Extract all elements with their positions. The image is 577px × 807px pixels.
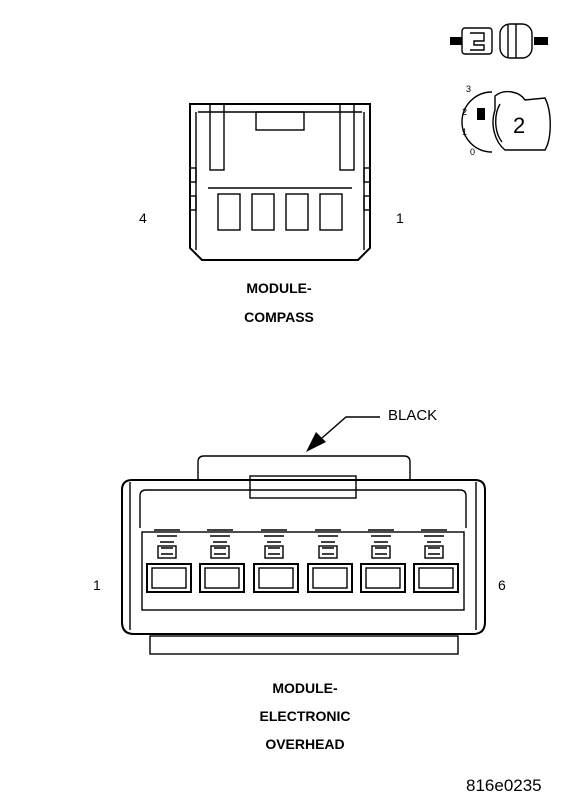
view-indicator-icon xyxy=(461,90,551,153)
legend-view-number: 2 xyxy=(513,113,526,138)
overhead-caption-line3: OVERHEAD xyxy=(265,736,345,752)
terminal-cavity xyxy=(253,529,299,593)
overhead-caption-line1: MODULE- xyxy=(272,680,338,696)
black-callout-arrow xyxy=(306,416,380,452)
black-callout-label: BLACK xyxy=(388,407,438,424)
compass-connector-drawing xyxy=(189,103,371,261)
compass-pin-right-label: 1 xyxy=(396,210,404,226)
compass-caption-line1: MODULE- xyxy=(246,280,312,296)
overhead-pin-left-label: 1 xyxy=(93,577,101,593)
overhead-caption-line2: ELECTRONIC xyxy=(259,708,351,724)
compass-caption-line2: COMPASS xyxy=(244,309,314,325)
terminal-cavity xyxy=(413,529,459,593)
legend-scale-2: 2 xyxy=(462,107,468,117)
terminal-cavity xyxy=(199,529,245,593)
legend-scale-0: 0 xyxy=(470,147,476,157)
compass-pin-left-label: 4 xyxy=(139,210,147,226)
figure-id: 816e0235 xyxy=(466,776,542,795)
legend-scale-3: 3 xyxy=(466,84,472,94)
terminal-cavity xyxy=(307,529,353,593)
overhead-connector-drawing xyxy=(121,455,486,655)
overhead-pin-right-label: 6 xyxy=(498,577,506,593)
legend-scale-1: 1 xyxy=(462,127,468,137)
connector-side-view-icon xyxy=(450,23,548,59)
terminal-cavity xyxy=(146,529,192,593)
terminal-cavity xyxy=(360,529,406,593)
